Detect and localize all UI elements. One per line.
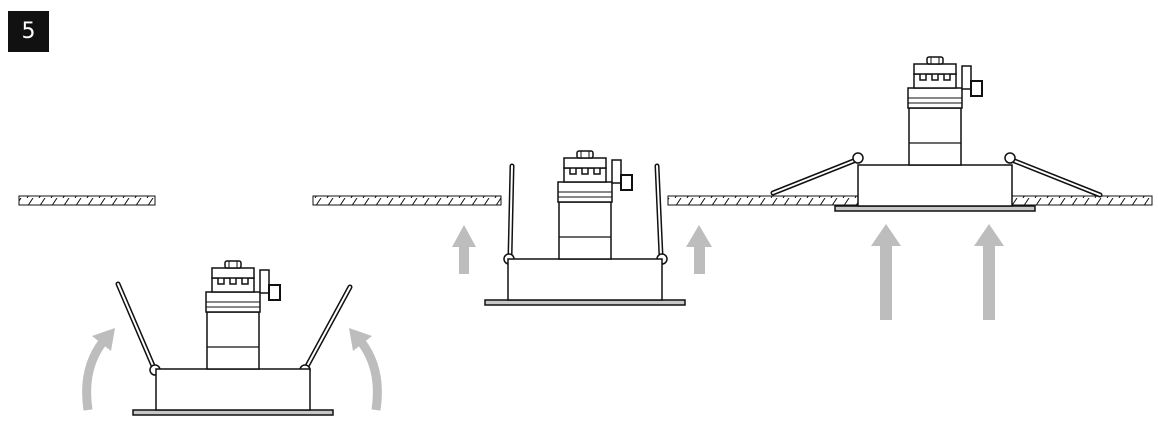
up-arrow-right-stage-2 — [686, 225, 712, 274]
ceiling-section-left — [18, 195, 156, 206]
ceiling-section-middle — [312, 195, 502, 206]
up-arrow-left-stage-2 — [452, 225, 476, 274]
spring-clip-left — [770, 152, 864, 196]
downlight-stage-3 — [770, 56, 1103, 212]
downlight-stage-1 — [115, 260, 353, 416]
spring-clip-left — [503, 163, 515, 265]
spring-clip-right — [654, 163, 668, 265]
ceiling-section-right-b — [1011, 195, 1153, 206]
spring-clip-right — [299, 284, 353, 376]
downlight-stage-2 — [484, 150, 686, 306]
up-arrow-left-stage-3 — [871, 224, 901, 320]
curved-arrow-right — [349, 328, 382, 411]
spring-clip-left — [115, 281, 161, 376]
ceiling-section-right-a — [667, 195, 861, 206]
spring-clip-right — [1004, 152, 1103, 198]
curved-arrow-left — [82, 328, 115, 411]
step-number-badge: 5 — [8, 11, 49, 52]
up-arrow-right-stage-3 — [974, 224, 1004, 320]
